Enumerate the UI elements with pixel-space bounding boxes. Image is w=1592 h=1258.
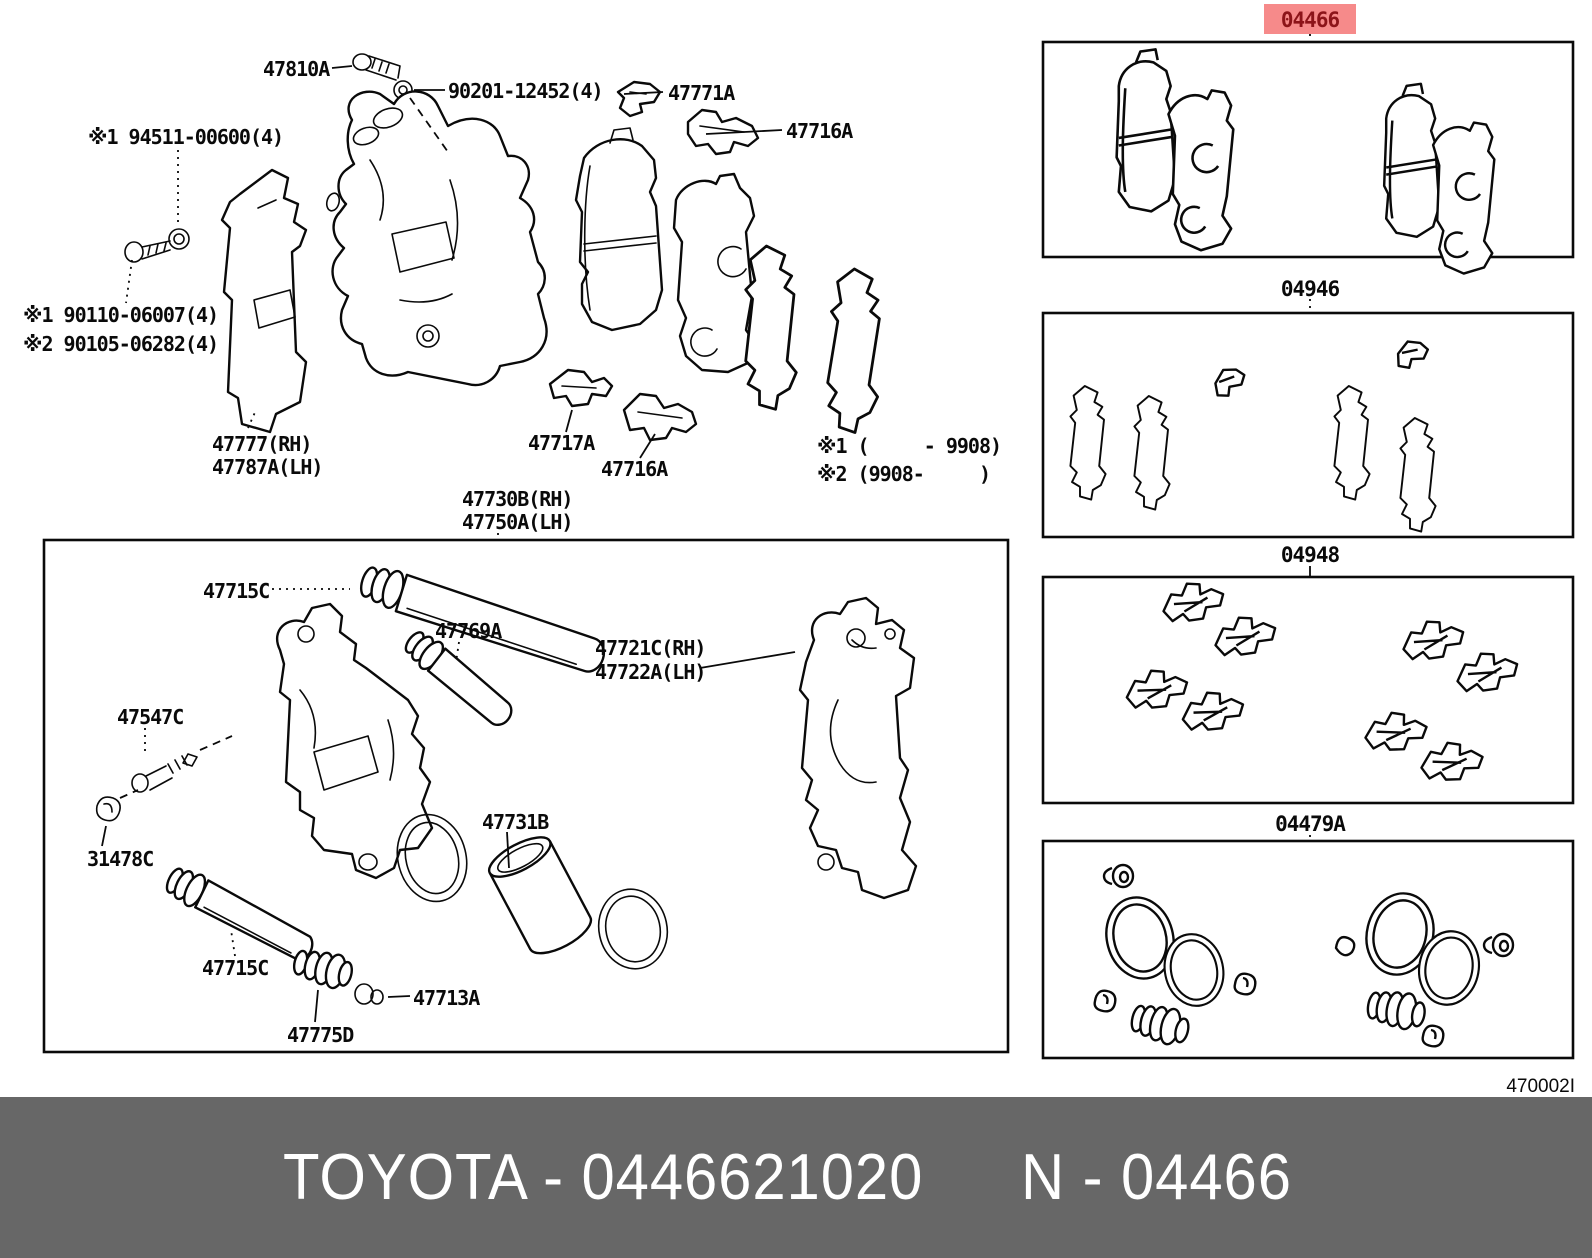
label-90110: ※1 90110-06007(4)	[23, 303, 218, 327]
footer-part-number: TOYOTA - 0446621020	[283, 1140, 924, 1213]
kit2-shim-1	[1069, 385, 1107, 501]
footer-bar: TOYOTA - 0446621020 N - 04466	[0, 1097, 1592, 1258]
bolt-47810a-drawing	[352, 53, 401, 81]
bleeder-plug-47547c-drawing	[131, 753, 198, 793]
kit2-shim-3	[1333, 385, 1371, 501]
upper-leader-lines	[125, 65, 783, 540]
kit4-tri-right	[1334, 935, 1356, 957]
kit-label-04479a: 04479A	[1275, 812, 1346, 836]
grommet-94511-drawing	[168, 228, 190, 250]
caliper-upper-drawing	[325, 90, 548, 387]
kit3-clip-7	[1360, 706, 1431, 757]
label-47787a: 47787A(LH)	[212, 455, 322, 479]
kit4-cap-1	[1093, 989, 1117, 1013]
cap-31478c-drawing	[95, 796, 121, 822]
pad-set-right-drawing	[1382, 82, 1496, 275]
kit4-bolt-right	[1482, 932, 1515, 958]
kit-column: 04466 04946 04948 04479A	[1041, 4, 1575, 1060]
kit3-clip-6	[1450, 643, 1524, 700]
kit4-bolt-left	[1102, 863, 1135, 889]
upper-caliper-assembly-drawing	[124, 53, 886, 540]
pin-boot-47775d-drawing	[292, 949, 353, 990]
label-47716a-bottom: 47716A	[601, 457, 668, 481]
kit-label-04946: 04946	[1281, 277, 1340, 301]
caliper-kit-box	[42, 538, 1010, 1054]
highlight-04466	[1264, 4, 1356, 34]
clip-47716a-top-drawing	[686, 108, 760, 156]
kit3-clip-4	[1176, 683, 1249, 739]
kit-label-04948: 04948	[1281, 543, 1340, 567]
kit2-clip-1	[1208, 362, 1251, 401]
bolt-90110-drawing	[124, 240, 171, 263]
piston-47731b-drawing	[487, 836, 593, 955]
dust-shield-47777-drawing	[220, 168, 308, 434]
kit-box-04948	[1041, 575, 1575, 805]
kit4-boot-right	[1363, 985, 1429, 1034]
kit4-cap-3	[1421, 1024, 1445, 1048]
label-47722a: 47722A(LH)	[595, 660, 705, 684]
lower-leader-lines	[101, 588, 796, 1023]
label-47721c: 47721C(RH)	[595, 636, 705, 660]
label-47716a-top: 47716A	[786, 119, 853, 143]
label-47775d: 47775D	[287, 1023, 354, 1047]
label-90201: 90201-12452(4)	[448, 79, 603, 103]
brake-pad-inner-drawing	[574, 127, 664, 332]
footer-ref-number: N - 04466	[1021, 1140, 1292, 1213]
label-47777: 47777(RH)	[212, 432, 311, 456]
kit2-shim-2	[1133, 395, 1171, 511]
kit3-clip-1	[1156, 573, 1230, 630]
kit-box-04466	[1041, 40, 1575, 259]
label-47810a: 47810A	[263, 57, 330, 81]
clip-47717a-drawing	[548, 368, 614, 408]
bolt-47713a-drawing	[354, 983, 384, 1005]
label-47715c-upper: 47715C	[203, 579, 269, 603]
kit3-clip-2	[1208, 607, 1282, 664]
label-90105: ※2 90105-06282(4)	[23, 332, 218, 356]
label-note-1: ※1 ( - 9908)	[817, 434, 1001, 458]
slide-pin-47715c-upper-drawing	[359, 566, 606, 673]
slide-pin-47715c-lower-drawing	[165, 867, 314, 962]
kit3-clip-8	[1416, 736, 1487, 787]
mounting-bracket-47721c-drawing	[798, 596, 918, 900]
kit2-clip-2	[1392, 336, 1432, 372]
kit-box-04946	[1041, 311, 1575, 539]
kit4-boot-left	[1127, 998, 1194, 1050]
anti-squeal-shim-1-drawing	[744, 244, 798, 411]
piston-seal-ring-drawing	[396, 813, 468, 903]
anti-squeal-shim-2-drawing	[823, 266, 886, 435]
clip-47716a-bottom-drawing	[622, 392, 698, 442]
label-47730b: 47730B(RH)	[462, 487, 572, 511]
label-note-2: ※2 (9908- )	[817, 462, 990, 486]
label-47717a: 47717A	[528, 431, 595, 455]
caliper-lower-drawing	[276, 602, 434, 880]
kit-box-04479a	[1041, 839, 1575, 1060]
label-47769a: 47769A	[435, 619, 502, 643]
label-47750a: 47750A(LH)	[462, 510, 572, 534]
drawing-sheet-code: 470002I	[1506, 1076, 1575, 1097]
label-31478c: 31478C	[87, 847, 153, 871]
kit-label-04466: 04466	[1281, 8, 1340, 32]
kit4-cap-2	[1233, 972, 1257, 996]
label-47713a: 47713A	[413, 986, 480, 1010]
kit3-clip-3	[1120, 661, 1193, 717]
label-47731b: 47731B	[482, 810, 549, 834]
dust-seal-ring-drawing	[597, 888, 669, 970]
lower-caliper-kit-drawing	[95, 566, 918, 1023]
label-47715c-lower: 47715C	[202, 956, 268, 980]
kit2-shim-4	[1399, 417, 1437, 533]
brake-pad-backplate-drawing	[672, 172, 758, 374]
clip-47771a-drawing	[616, 80, 662, 118]
pad-set-left-drawing	[1115, 48, 1235, 252]
label-47771a: 47771A	[668, 81, 735, 105]
diagram-canvas: 04466 04946 04948 04479A	[23, 4, 1575, 1097]
slide-pin-47769a-drawing	[404, 631, 513, 726]
label-47547c: 47547C	[117, 705, 183, 729]
label-94511: ※1 94511-00600(4)	[88, 125, 283, 149]
part-labels: 47810A 90201-12452(4) 47771A 47716A ※1 9…	[23, 57, 1002, 1047]
kit3-clip-5	[1396, 611, 1470, 668]
